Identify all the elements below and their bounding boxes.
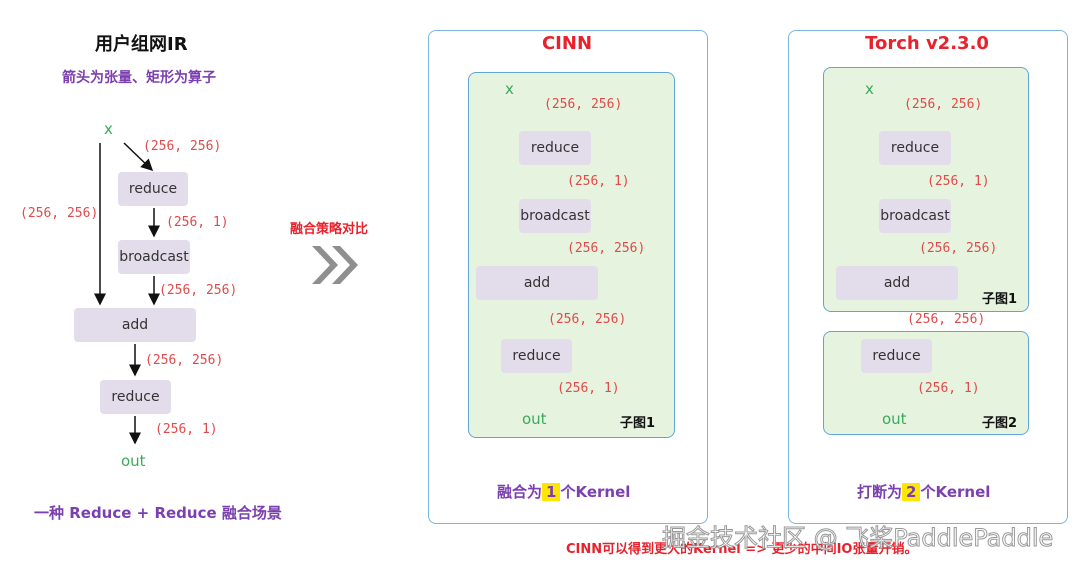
cinn-subgraph-1-label: 子图1 — [620, 416, 656, 431]
watermark: 掘金技术社区 @ 飞桨PaddlePaddle — [661, 524, 1054, 553]
cinn-op-reduce-1: reduce — [519, 131, 591, 165]
left-dim-4: (256, 256) — [159, 283, 238, 298]
torch-op-add: add — [836, 266, 958, 300]
left-op-reduce-2: reduce — [100, 380, 171, 414]
torch-title: Torch v2.3.0 — [865, 33, 989, 54]
torch-dim-5: (256, 1) — [917, 381, 980, 396]
torch-op-broadcast: broadcast — [879, 199, 951, 233]
cinn-op-broadcast: broadcast — [519, 199, 591, 233]
torch-dim-3: (256, 256) — [919, 241, 998, 256]
left-dim-6: (256, 1) — [155, 422, 218, 437]
left-output-out: out — [121, 452, 146, 470]
left-input-x: x — [104, 120, 113, 138]
left-dim-2: (256, 256) — [20, 206, 99, 221]
cinn-dim-5: (256, 1) — [557, 381, 620, 396]
cinn-output-out: out — [522, 410, 547, 428]
torch-output-out: out — [882, 410, 907, 428]
torch-dim-4: (256, 256) — [907, 312, 986, 327]
torch-dim-1: (256, 256) — [904, 97, 983, 112]
cinn-dim-3: (256, 256) — [567, 241, 646, 256]
torch-dim-2: (256, 1) — [927, 174, 990, 189]
compare-label: 融合策略对比 — [290, 222, 369, 237]
left-op-broadcast: broadcast — [118, 240, 190, 274]
left-op-add: add — [74, 308, 196, 342]
left-subtitle: 箭头为张量、矩形为算子 — [62, 70, 216, 86]
cinn-title: CINN — [541, 33, 593, 54]
torch-subgraph-2-label: 子图2 — [982, 416, 1018, 431]
torch-op-reduce-2: reduce — [861, 339, 932, 373]
cinn-op-add: add — [476, 266, 598, 300]
left-caption: 一种 Reduce + Reduce 融合场景 — [34, 504, 282, 522]
torch-input-x: x — [865, 80, 874, 98]
footer-note: CINN可以得到更大的Kernel => 更少的中间IO张量开销。 — [566, 542, 918, 557]
cinn-dim-2: (256, 1) — [567, 174, 630, 189]
cinn-input-x: x — [505, 80, 514, 98]
cinn-dim-1: (256, 256) — [544, 97, 623, 112]
left-dim-3: (256, 1) — [166, 215, 229, 230]
chevron-right-icon — [308, 240, 360, 290]
torch-op-reduce-1: reduce — [879, 131, 951, 165]
left-op-reduce-1: reduce — [118, 172, 188, 206]
left-title: 用户组网IR — [95, 34, 188, 55]
torch-subgraph-1-label: 子图1 — [982, 292, 1018, 307]
cinn-dim-4: (256, 256) — [548, 312, 627, 327]
left-dim-5: (256, 256) — [145, 353, 224, 368]
cinn-op-reduce-2: reduce — [501, 339, 572, 373]
left-dim-1: (256, 256) — [143, 139, 222, 154]
